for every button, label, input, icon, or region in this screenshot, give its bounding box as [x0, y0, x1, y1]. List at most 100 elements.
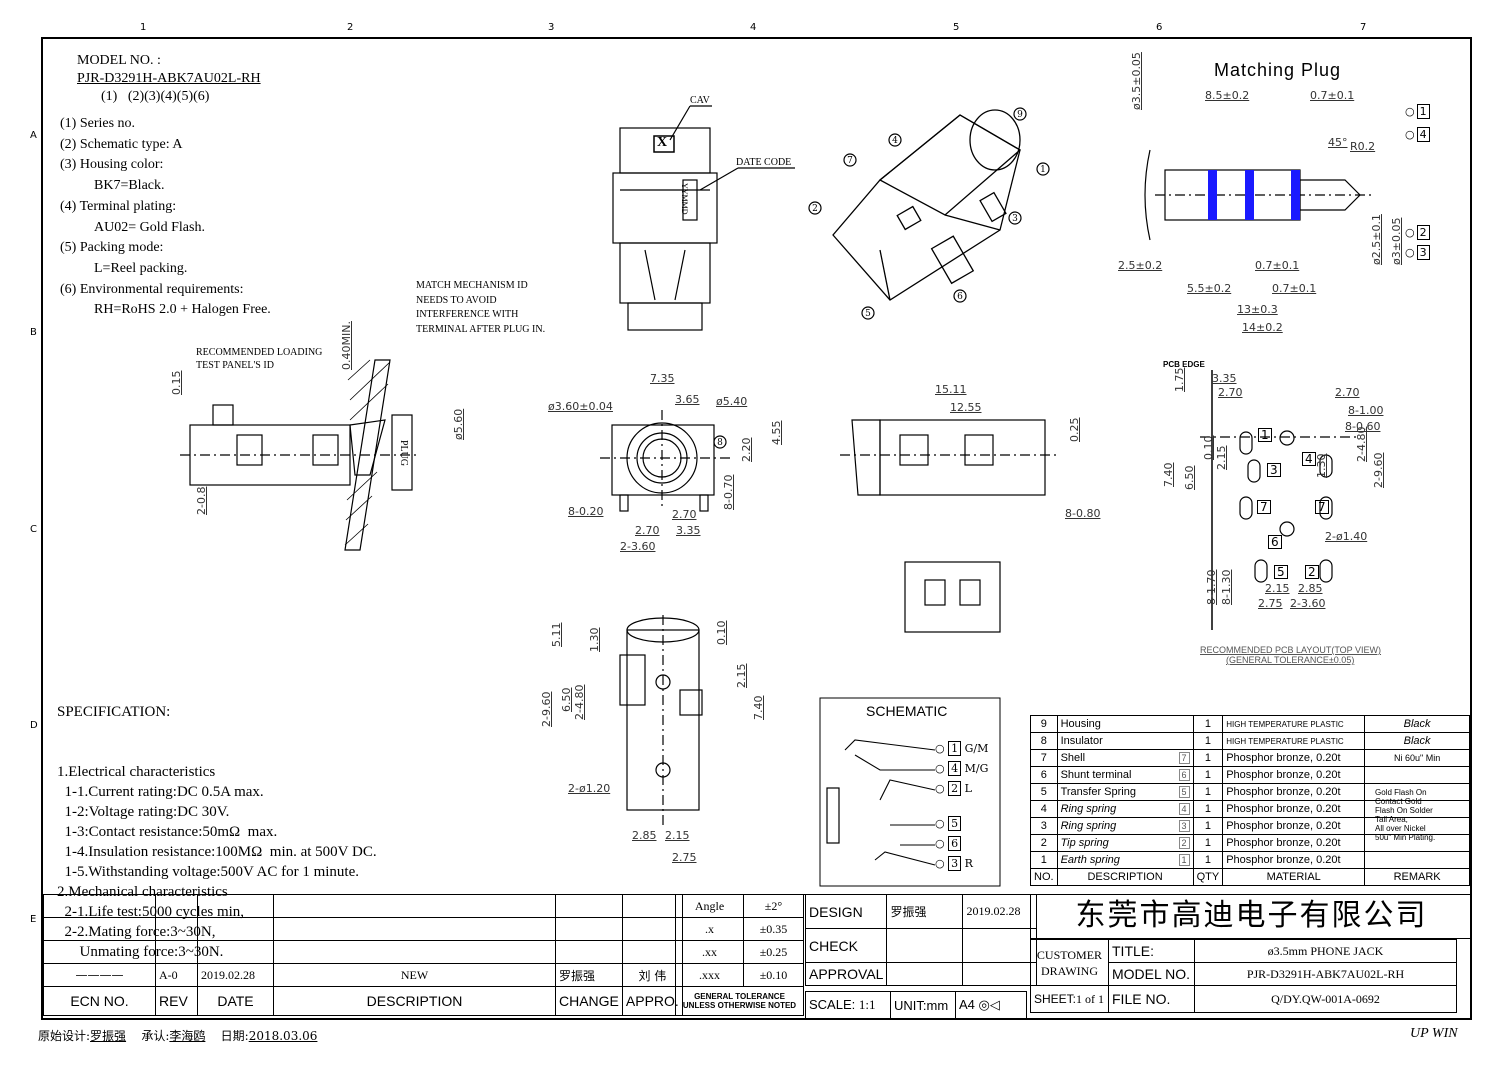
bom-ref: 7: [1178, 752, 1190, 764]
model-note-text: AU02= Gold Flash.: [94, 219, 205, 235]
dimension-label: 0.10: [1202, 435, 1215, 461]
bom-desc-text: Transfer Spring: [1060, 786, 1136, 798]
dimension-label: ø3.5±0.05: [1130, 52, 1143, 110]
bom-desc-text: Shell: [1060, 752, 1086, 764]
zone-letter: E: [30, 914, 37, 925]
remark-line: Tail Area,: [1375, 815, 1408, 824]
model-label: MODEL NO. :: [77, 53, 161, 68]
balloon-number: 3: [1012, 214, 1018, 224]
model-notes: (1) Series no.(2) Schematic type: A(3) H…: [60, 114, 271, 321]
dimension-label: ø5.40: [716, 395, 748, 408]
balloon: [861, 306, 875, 320]
match-note-line: NEEDS TO AVOID: [416, 294, 497, 306]
loading-note-line: TEST PANEL'S ID: [196, 360, 274, 371]
bom-ref: 2: [1178, 837, 1190, 849]
bom-desc-text: Tip spring: [1060, 837, 1109, 849]
pcb-pad-label: 4: [1302, 452, 1316, 466]
model-note-line: BK7=Black.: [60, 176, 271, 197]
tolerance-label: Angle: [675, 894, 744, 918]
pin-number: 5: [948, 816, 962, 831]
dimension-label: 2-0.8: [195, 486, 208, 515]
ring-number: 4: [1416, 127, 1430, 142]
zone-letter: C: [30, 524, 37, 535]
bom-material: Phosphor bronze, 0.20t: [1222, 766, 1366, 784]
dimension-label: ø2.5±0.1: [1370, 214, 1383, 265]
balloon-number: 6: [957, 292, 963, 302]
plug-ring-label: ○3: [1405, 245, 1430, 260]
bom-desc: Housing: [1056, 715, 1194, 733]
spec-title: SPECIFICATION:: [57, 704, 171, 720]
remark-line: Gold Flash On: [1375, 788, 1427, 797]
plug-ring-label: ○2: [1405, 225, 1430, 240]
pcb-pad-label: 7: [1315, 500, 1329, 514]
dimension-label: 0.25: [1068, 417, 1081, 443]
dimension-label: R0.2: [1350, 140, 1376, 153]
bom-material: Phosphor bronze, 0.20t: [1222, 749, 1366, 767]
approver-name: 李海鸥: [169, 1029, 206, 1043]
bom-header: DESCRIPTION: [1056, 868, 1194, 886]
bom-material: Phosphor bronze, 0.20t: [1222, 783, 1366, 801]
model-note-text: Schematic type: A: [79, 136, 183, 152]
matching-plug-title: Matching Plug: [1214, 60, 1342, 80]
dimension-label: 1.30: [1315, 453, 1328, 479]
title-label: TITLE:: [1108, 939, 1195, 963]
dimension-label: 2.75: [672, 851, 697, 864]
bom-ref: 5: [1178, 786, 1190, 798]
dimension-label: 12.55: [950, 401, 982, 414]
dimension-label: 0.10: [715, 620, 728, 646]
designer-name: 罗振强: [90, 1029, 127, 1043]
dimension-label: 2.70: [672, 508, 697, 521]
dimension-label: 2.5±0.2: [1118, 259, 1163, 272]
pcb-layout: [1200, 370, 1360, 630]
bom-header: QTY: [1192, 868, 1224, 886]
pcb-pad-label: 7: [1257, 500, 1271, 514]
sheet-value: 1 of 1: [1076, 991, 1105, 1006]
loading-note-line: RECOMMENDED LOADING: [196, 347, 323, 358]
plug-ring: [1208, 170, 1217, 220]
pin-number: 1: [948, 741, 962, 756]
tolerance-label: .xxx: [675, 963, 744, 987]
dimension-label: 7.35: [650, 372, 675, 385]
dimension-label: 2-3.60: [620, 540, 656, 553]
dimension-label: 8-0.80: [1065, 507, 1101, 520]
model-note-text: Environmental requirements:: [79, 281, 244, 297]
model-note-line: RH=RoHS 2.0 + Halogen Free.: [60, 300, 271, 321]
dimension-label: 2-ø1.20: [568, 782, 611, 795]
bom-qty: 1: [1192, 715, 1224, 733]
pin-label: L: [961, 782, 972, 795]
dimension-label: 2.15: [665, 829, 690, 842]
tolerance-table: Angle±2°.x±0.35.xx±0.25.xxx±0.10 GENERAL…: [675, 894, 804, 1016]
bom-qty: 1: [1192, 766, 1224, 784]
model-note-text: Terminal plating:: [79, 198, 177, 214]
dimension-label: 0.15: [170, 370, 183, 396]
dimension-label: 0.40MIN.: [340, 321, 353, 370]
spec-line: 1-1.Current rating:DC 0.5A max.: [57, 784, 264, 800]
tolerance-label: .x: [675, 917, 744, 941]
pin-number: 6: [948, 836, 962, 851]
balloon-number: 7: [847, 156, 853, 166]
model-note-text: Packing mode:: [79, 240, 164, 256]
zone-number: 7: [1360, 22, 1367, 33]
pin-circle: ○: [935, 782, 949, 795]
projection-icon: ◎◁: [978, 997, 1000, 1012]
bom-qty: 1: [1192, 732, 1224, 750]
bom-desc-text: Housing: [1060, 718, 1101, 730]
dimension-label: 1.30: [588, 627, 601, 653]
jack-rear-view: [904, 561, 1001, 633]
dimension-label: 2.20: [740, 437, 753, 463]
design-name: 罗振强: [886, 894, 964, 929]
unit-label: UNIT:mm: [890, 991, 956, 1019]
revision-table: ———— A-0 2019.02.28 NEW 罗振强 刘 伟 ECN NO. …: [43, 894, 683, 1016]
ring-number: 1: [1416, 104, 1430, 119]
bom-ref: 3: [1178, 820, 1190, 832]
zone-letter: B: [30, 327, 37, 338]
dimension-label: 2.70: [1335, 386, 1360, 399]
spec-line: 1-2:Voltage rating:DC 30V.: [57, 804, 230, 820]
dimension-label: 2-ø1.40: [1325, 530, 1368, 543]
footer: 原始设计:罗振强 承认:李海鸥 日期:2018.03.06: [38, 1027, 317, 1044]
drawing-frame: [41, 37, 1472, 1020]
